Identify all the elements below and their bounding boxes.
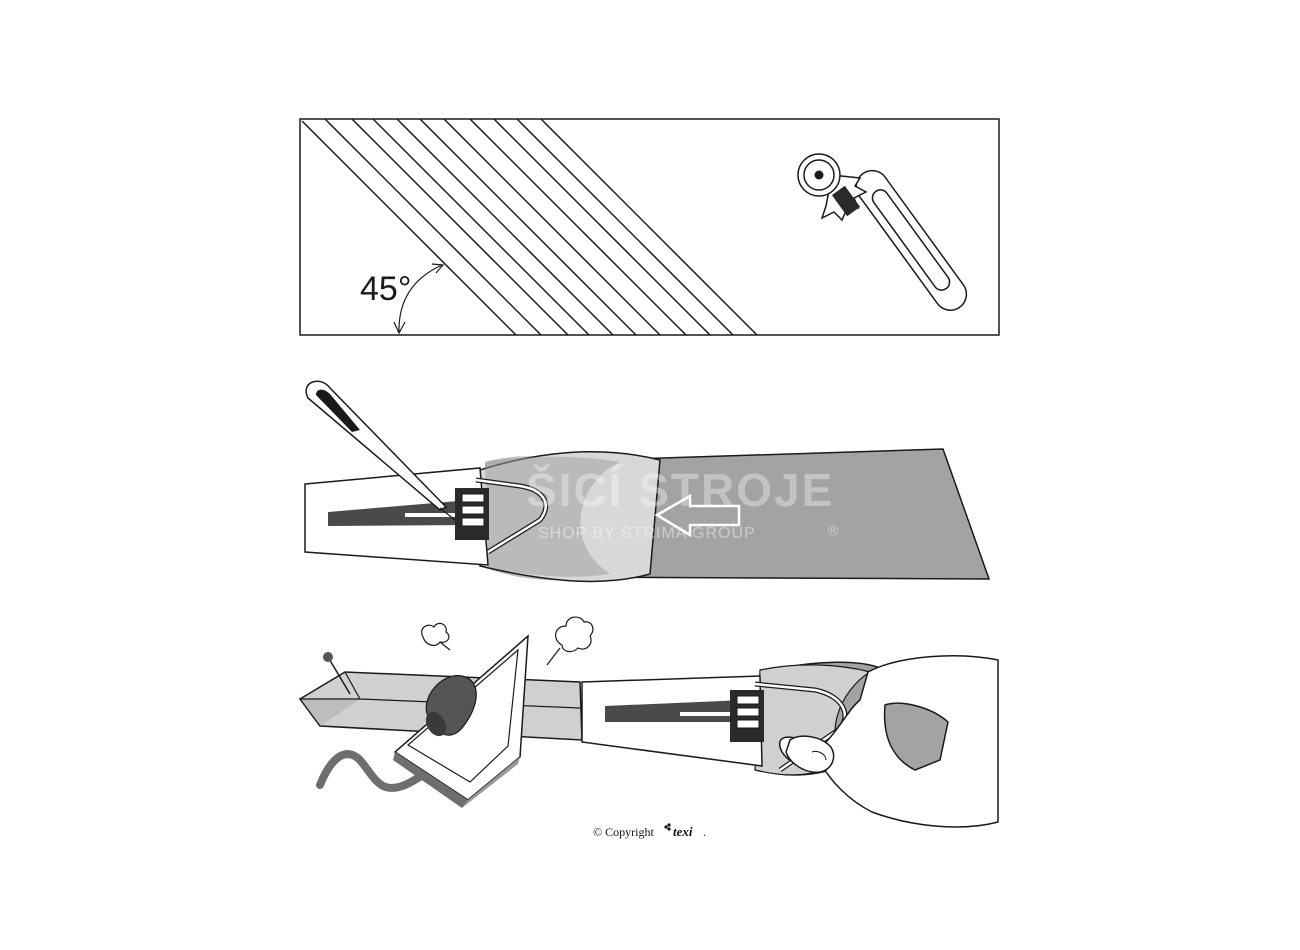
steam-puff-icon bbox=[546, 616, 594, 666]
angle-arrow-bottom bbox=[393, 321, 406, 335]
angle-arrow-top bbox=[431, 263, 445, 274]
pin-icon bbox=[323, 652, 351, 695]
watermark: ŠICÍ STROJE SHOP BY STRIMA GROUP ® bbox=[526, 417, 839, 542]
watermark-title: ŠICÍ STROJE bbox=[526, 464, 834, 516]
watermark-subtitle: SHOP BY STRIMA GROUP bbox=[538, 525, 756, 542]
tape-maker-slot bbox=[328, 500, 470, 526]
needle-icon bbox=[305, 380, 456, 521]
tape-maker-clip bbox=[455, 488, 489, 540]
ironing-panel bbox=[298, 616, 999, 828]
texi-logo-icon bbox=[664, 823, 671, 831]
watermark-registered: ® bbox=[828, 522, 839, 538]
direction-arrow-icon bbox=[654, 493, 741, 538]
threading-panel: ŠICÍ STROJE SHOP BY STRIMA GROUP ® bbox=[304, 380, 991, 583]
cut-strips-panel: 45° bbox=[299, 118, 1000, 336]
copyright-text: © Copyright bbox=[593, 825, 654, 839]
rotary-cutter-icon bbox=[797, 153, 968, 311]
brand-name: texi bbox=[673, 824, 693, 839]
tape-maker-clip-2 bbox=[730, 690, 764, 742]
brand-period: . bbox=[703, 825, 706, 839]
angle-label: 45° bbox=[360, 270, 411, 308]
iron-icon bbox=[393, 634, 529, 808]
bias-strip-lines bbox=[301, 118, 758, 336]
steam-puff-icon bbox=[421, 622, 451, 651]
angle-arc bbox=[398, 264, 443, 333]
copyright-footer: © Copyright texi . bbox=[593, 823, 706, 839]
hand-icon bbox=[778, 655, 999, 828]
